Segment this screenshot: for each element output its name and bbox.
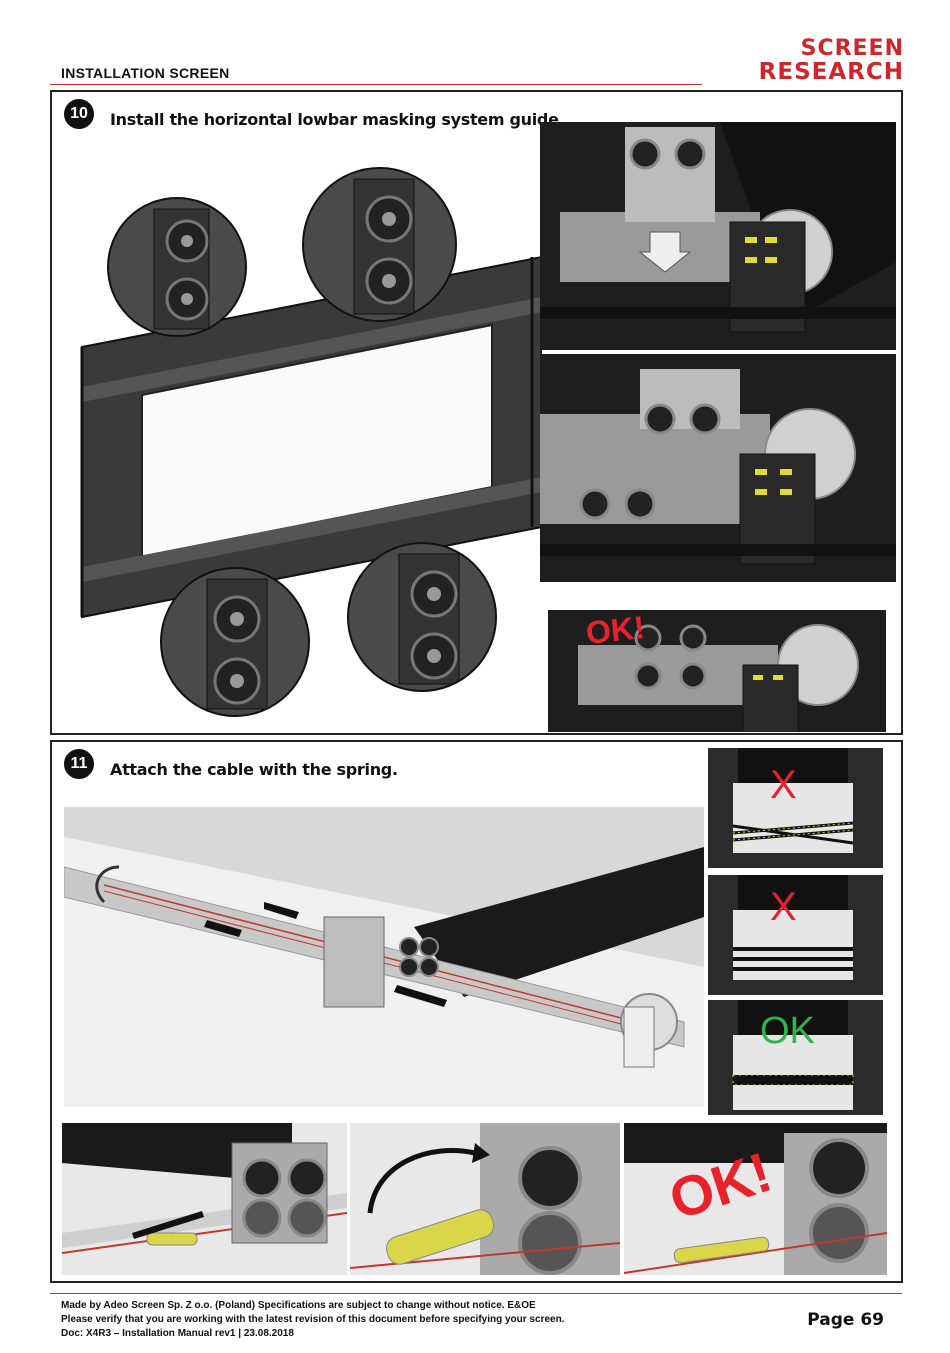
ok-mark: OK! <box>584 610 647 651</box>
step-10-panel: 10 Install the horizontal lowbar masking… <box>50 90 903 735</box>
masking-frame-illustration <box>72 177 543 722</box>
page-number: Page 69 <box>807 1310 884 1330</box>
zoom-detail-bottom-right <box>347 542 497 692</box>
step-number-badge: 11 <box>64 749 94 779</box>
footer-doc-id: Doc: X4R3 – Installation Manual rev1 | 2… <box>61 1328 294 1339</box>
drum-winding-wrong-1: X <box>708 748 883 868</box>
step-title: Attach the cable with the spring. <box>110 760 398 779</box>
drum-winding-correct: OK <box>708 1000 883 1115</box>
spring-step-photo-1 <box>62 1123 347 1275</box>
guide-detail-photo-1 <box>540 122 896 350</box>
guide-detail-photo-ok: OK! <box>548 610 886 732</box>
step-11-panel: 11 Attach the cable with the spring. <box>50 740 903 1283</box>
logo-line-1: SCREEN <box>800 36 904 61</box>
spring-step-photo-ok: OK! <box>624 1123 887 1275</box>
brand-logo: SCREEN RESEARCH <box>698 38 904 84</box>
footer-divider <box>50 1293 902 1294</box>
logo-line-2: RESEARCH <box>758 59 904 85</box>
zoom-detail-top-left <box>107 197 247 337</box>
footer-revision-note: Please verify that you are working with … <box>61 1314 565 1325</box>
wrong-mark: X <box>770 763 797 807</box>
step-title: Install the horizontal lowbar masking sy… <box>110 110 565 129</box>
section-title: INSTALLATION SCREEN <box>61 65 230 81</box>
guide-detail-photo-2 <box>540 354 896 582</box>
step-number-badge: 10 <box>64 99 94 129</box>
drum-winding-wrong-2: X <box>708 875 883 995</box>
wrong-mark: X <box>770 885 797 929</box>
correct-mark: OK <box>760 1010 815 1052</box>
footer-disclaimer: Made by Adeo Screen Sp. Z o.o. (Poland) … <box>61 1300 536 1311</box>
cable-routing-illustration <box>64 807 704 1107</box>
frame-drawing <box>80 255 543 619</box>
spring-step-photo-2 <box>350 1123 620 1275</box>
zoom-detail-top-right <box>302 167 457 322</box>
header-divider <box>50 84 702 85</box>
zoom-detail-bottom-left <box>160 567 310 717</box>
